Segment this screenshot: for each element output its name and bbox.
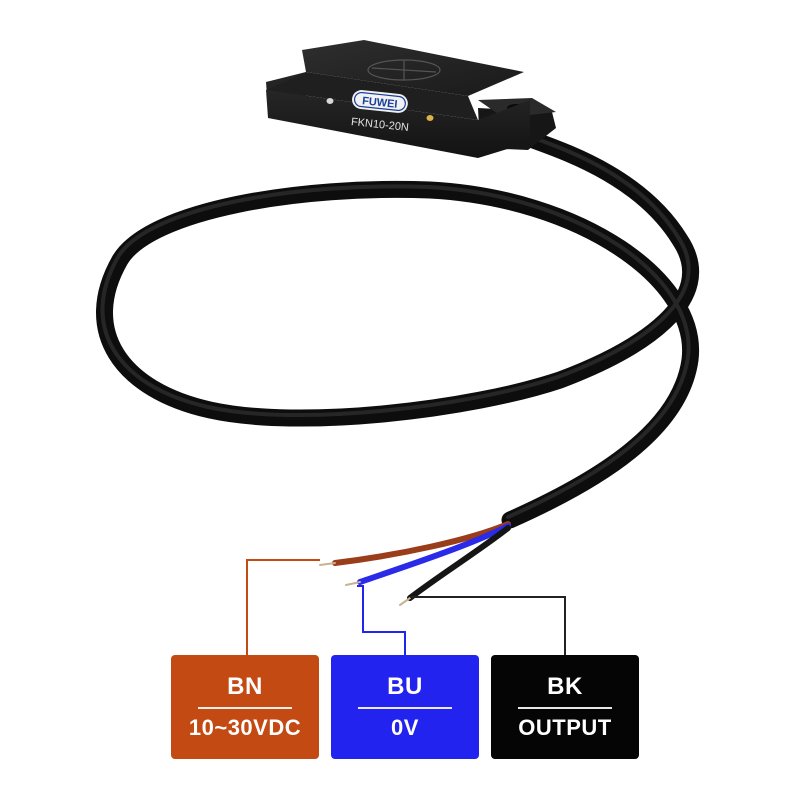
wire-desc-bu: 0V bbox=[391, 715, 419, 740]
leader-bu bbox=[357, 585, 406, 656]
wire-brown bbox=[332, 521, 511, 566]
power-led bbox=[326, 98, 334, 104]
wire-box-bn: BN 10~30VDC bbox=[171, 655, 319, 759]
wire-box-bu: BU 0V bbox=[331, 655, 479, 759]
leader-bk bbox=[410, 596, 566, 656]
divider bbox=[518, 707, 612, 709]
sensor-cable bbox=[96, 129, 700, 529]
wire-desc-bk: OUTPUT bbox=[518, 715, 612, 740]
leader-bn bbox=[246, 559, 320, 656]
divider bbox=[358, 707, 452, 709]
sensor-body: FUWEI FKN10-20N bbox=[266, 40, 556, 158]
brand-label: FUWEI bbox=[362, 95, 399, 111]
wire-code-bn: BN bbox=[227, 673, 263, 700]
divider bbox=[198, 707, 292, 709]
wire-code-bk: BK bbox=[547, 673, 583, 700]
wire-box-bk: BK OUTPUT bbox=[491, 655, 639, 759]
output-led bbox=[426, 115, 434, 121]
brand-badge: FUWEI bbox=[352, 90, 408, 113]
wire-code-bu: BU bbox=[387, 673, 423, 700]
wire-ends bbox=[319, 521, 511, 606]
wire-black bbox=[407, 525, 511, 601]
wire-blue bbox=[357, 523, 511, 585]
target-symbol-icon bbox=[367, 59, 441, 81]
wire-desc-bn: 10~30VDC bbox=[188, 715, 302, 740]
cable-coil-path bbox=[96, 129, 700, 529]
leader-lines bbox=[246, 559, 566, 656]
